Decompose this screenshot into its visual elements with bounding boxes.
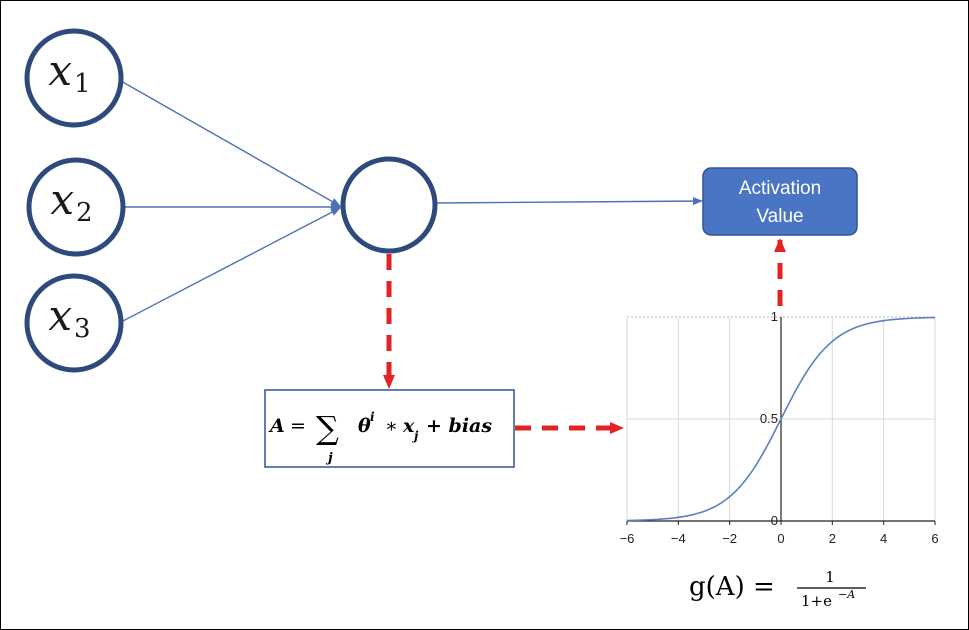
sum-formula-box: A = ∑ j θ i ∗ x j + bias xyxy=(264,389,515,468)
input-node-x1-sub: 1 xyxy=(74,69,91,99)
chart-x-tick-label: −4 xyxy=(671,531,686,546)
sigmoid-lhs: g(A) = xyxy=(689,572,775,602)
input-node-x3: x 3 xyxy=(24,273,124,373)
edge-x3-neuron xyxy=(120,207,341,323)
sigmoid-curve xyxy=(626,316,936,522)
chart-y-tick-label: 0 xyxy=(771,513,778,528)
formula-equals: = xyxy=(290,415,306,437)
chart-x-tick-label: 0 xyxy=(777,531,784,546)
activation-label-line1: Activation xyxy=(739,178,821,199)
chart-x-tick-label: 2 xyxy=(829,531,836,546)
input-node-x2: x 2 xyxy=(26,157,126,257)
input-node-x1: x 1 xyxy=(24,28,124,128)
formula-theta-sup: i xyxy=(370,410,375,424)
formula-plus-bias: + bias xyxy=(426,415,492,437)
sigmoid-chart: −6 −4 −2 0 2 4 6 0 0.5 1 xyxy=(620,309,939,546)
formula-sigma-index: j xyxy=(325,451,333,466)
input-node-x1-var: x xyxy=(48,46,72,95)
sigmoid-denominator: 1+e xyxy=(801,592,832,610)
chart-y-tick-label: 1 xyxy=(771,309,778,324)
input-node-x3-sub: 3 xyxy=(74,314,91,344)
chart-y-tick-label: 0.5 xyxy=(760,411,778,426)
input-node-x2-var: x xyxy=(50,175,74,224)
sigmoid-formula: g(A) = 1 1+e −A xyxy=(689,568,866,610)
activation-label-line2: Value xyxy=(756,206,803,227)
sigmoid-numerator: 1 xyxy=(825,568,835,586)
formula-sigma: ∑ xyxy=(316,409,339,447)
input-node-x3-var: x xyxy=(48,291,72,340)
formula-lhs: A xyxy=(268,415,285,437)
formula-x: x xyxy=(402,415,415,437)
chart-x-tick-label: 6 xyxy=(931,531,938,546)
chart-x-tick-label: −6 xyxy=(620,531,635,546)
edge-x1-neuron xyxy=(120,80,341,207)
edge-neuron-output xyxy=(436,197,703,206)
sigmoid-denominator-exp: −A xyxy=(838,588,855,601)
formula-theta: θ xyxy=(358,415,371,437)
formula-x-sub: j xyxy=(412,429,419,443)
neuron-node xyxy=(340,156,438,254)
input-node-x2-sub: 2 xyxy=(76,198,93,228)
chart-x-tick-label: −2 xyxy=(722,531,737,546)
chart-x-tick-label: 4 xyxy=(880,531,887,546)
activation-value-box: Activation Value xyxy=(702,167,858,236)
formula-times: ∗ xyxy=(385,415,398,437)
